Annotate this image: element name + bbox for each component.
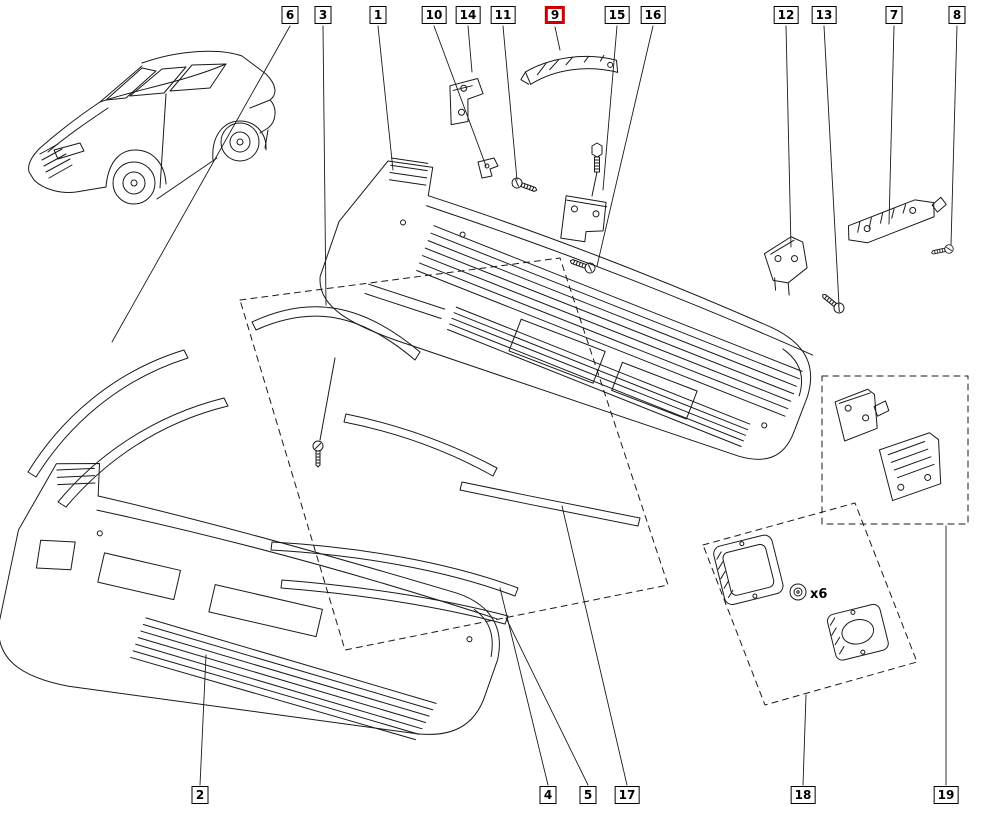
part-callout-8[interactable]: 8 — [948, 6, 966, 24]
part-callout-14[interactable]: 14 — [455, 6, 481, 24]
part-callout-12[interactable]: 12 — [773, 6, 799, 24]
bracket-12 — [763, 236, 808, 296]
dashed-box-18 — [702, 502, 918, 706]
part-callout-1[interactable]: 1 — [369, 6, 387, 24]
bracket-19b — [878, 432, 942, 502]
bolt-15 — [591, 142, 603, 173]
quantity-annotation: x6 — [810, 587, 827, 602]
rivet-8 — [930, 243, 955, 258]
part-callout-10[interactable]: 10 — [421, 6, 447, 24]
front-bumper-shell — [0, 462, 500, 741]
dashed-box-trims — [239, 257, 669, 651]
part-callout-6[interactable]: 6 — [281, 6, 299, 24]
bracket-19a — [834, 388, 890, 442]
clip-10 — [477, 157, 499, 179]
part-callout-17[interactable]: 17 — [614, 786, 640, 804]
part-callout-9-highlighted[interactable]: 9 — [544, 6, 566, 24]
bracket-14 — [449, 78, 484, 126]
grommet-x6 — [789, 583, 807, 601]
part-callout-7[interactable]: 7 — [885, 6, 903, 24]
plate-18b — [827, 603, 889, 661]
screw-11 — [510, 176, 539, 196]
bracket-15 — [560, 195, 608, 243]
part-callout-3[interactable]: 3 — [314, 6, 332, 24]
leader-lines — [111, 25, 958, 786]
car-thumbnail — [28, 50, 276, 205]
main-bumper-assembly — [319, 157, 814, 460]
bolt-15-line — [591, 171, 598, 197]
part-callout-18[interactable]: 18 — [790, 786, 816, 804]
part-callout-11[interactable]: 11 — [490, 6, 516, 24]
part-callout-13[interactable]: 13 — [811, 6, 837, 24]
part-callout-2[interactable]: 2 — [191, 786, 209, 804]
part-callout-4[interactable]: 4 — [539, 786, 557, 804]
dashed-box-19 — [821, 375, 969, 525]
trim-strips — [27, 306, 641, 625]
part-callout-16[interactable]: 16 — [640, 6, 666, 24]
part-callout-19[interactable]: 19 — [933, 786, 959, 804]
part-callout-5[interactable]: 5 — [579, 786, 597, 804]
bracket-7 — [847, 196, 947, 244]
part-callout-15[interactable]: 15 — [604, 6, 630, 24]
screw-16 — [568, 255, 597, 275]
plate-18a — [713, 534, 784, 606]
reinforcement-rail-9 — [520, 54, 619, 85]
dashed-groups — [239, 257, 969, 706]
screw-13 — [819, 290, 847, 316]
